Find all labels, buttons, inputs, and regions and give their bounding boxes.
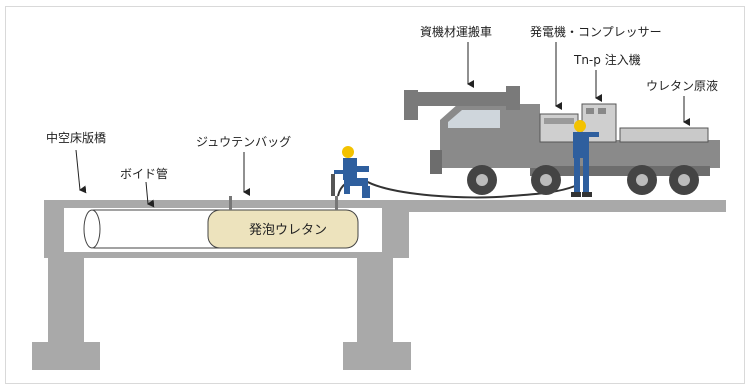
injector-label: Tn-p 注入機 [573,52,641,67]
void-pipe-label: ボイド管 [120,166,168,181]
diagram-frame [5,6,745,384]
urethane-liquid-label: ウレタン原液 [646,78,718,93]
foam-urethane-label: 発泡ウレタン [249,223,327,238]
slab-bridge-label: 中空床版橋 [46,130,106,145]
void-pipe [83,209,223,249]
transport-truck [404,86,720,195]
road-deck [405,200,726,212]
worker-standing [571,120,599,197]
transport-truck-label: 資機材運搬車 [420,24,492,39]
generator-compressor-label: 発電機・コンプレッサー [530,24,662,39]
worker-crouching [331,146,370,198]
jute-bag-label: ジュウテンバッグ [196,135,291,149]
foam-urethane-bag [207,196,359,249]
